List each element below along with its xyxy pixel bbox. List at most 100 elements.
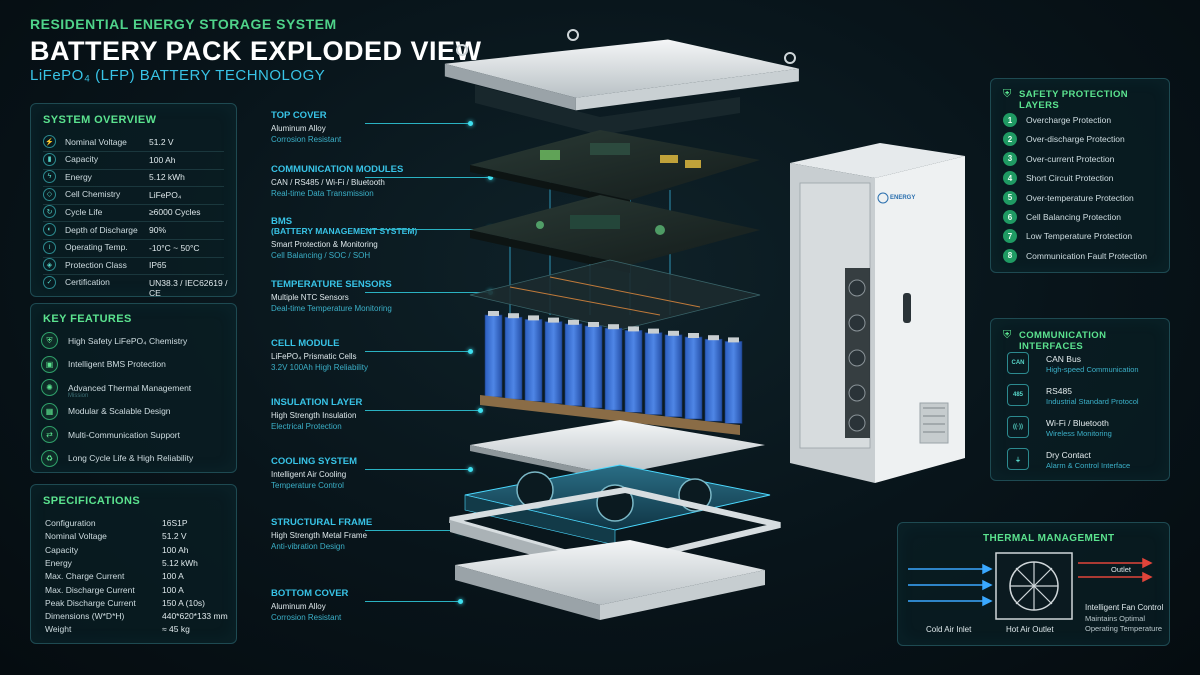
- battery-cell: [624, 330, 643, 413]
- cell-terminal: [728, 337, 739, 343]
- layer-subdescription: 3.2V 100Ah High Reliability: [271, 363, 368, 372]
- feature-item: ✺Advanced Thermal Management: [41, 379, 191, 396]
- spec-value: 150 A (10s): [162, 597, 206, 608]
- overview-row: ↻Cycle Life: [43, 205, 103, 219]
- fan-icon: [848, 349, 866, 367]
- battery-cell: [684, 336, 703, 420]
- layer-title: Insulation Layer: [271, 397, 363, 408]
- hot-air-label: Hot Air Outlet: [1006, 625, 1054, 634]
- cell-terminal: [688, 333, 699, 338]
- communication-board-part: [470, 130, 760, 207]
- leader-line: [365, 410, 480, 411]
- safety-label: Over-current Protection: [1026, 153, 1115, 164]
- leader-dot: [468, 467, 473, 472]
- layer-title: Temperature Sensors: [271, 279, 392, 290]
- leader-line: [365, 292, 490, 293]
- overview-label: Cycle Life: [65, 206, 103, 217]
- fan-icon: [848, 279, 866, 297]
- overview-row: ✓Certification: [43, 275, 110, 289]
- battery-cell: [664, 334, 683, 418]
- feature-label: High Safety LiFePO₄ Chemistry: [68, 335, 188, 346]
- leader-dot: [468, 121, 473, 126]
- rs485-icon: 485: [1007, 384, 1029, 406]
- thermal-management-panel: Thermal Management Outlet Cold Air Inlet…: [897, 522, 1170, 646]
- comm-sub: High-speed Communication: [1046, 365, 1139, 374]
- spec-label: Max. Discharge Current: [45, 584, 135, 595]
- safety-label: Cell Balancing Protection: [1026, 212, 1121, 222]
- discharge-icon: ◐: [43, 223, 56, 236]
- battery-cell: [724, 341, 743, 424]
- safety-label: Over-temperature Protection: [1026, 192, 1134, 203]
- battery-cell: [644, 332, 663, 415]
- layer-subdescription: Deal-time Temperature Monitoring: [271, 304, 392, 313]
- spec-label: Dimensions (W*D*H): [45, 611, 125, 622]
- layer-title: BMS: [271, 216, 293, 227]
- overview-row: ⚡Nominal Voltage: [43, 135, 127, 148]
- layer-description: Smart Protection & Monitoring: [271, 240, 378, 249]
- spec-label: Capacity: [45, 544, 79, 555]
- bottom-cover-part: [455, 540, 765, 620]
- cell-terminal: [588, 322, 599, 327]
- key-features-title: Key Features: [43, 313, 132, 325]
- overview-row: ▮Capacity: [43, 152, 98, 166]
- leader-line: [365, 351, 470, 352]
- layer-description: CAN / RS485 / Wi-Fi / Bluetooth: [271, 178, 385, 187]
- layer-title: Communication Modules: [271, 164, 404, 175]
- spec-value: 100 A: [162, 571, 184, 582]
- layer-description: High Strength Insulation: [271, 411, 357, 420]
- wifi-icon: ((·)): [1007, 416, 1029, 438]
- cell-terminal: [568, 319, 579, 325]
- step-number-badge: 7: [1003, 229, 1017, 244]
- overview-value: 51.2 V: [149, 137, 174, 147]
- battery-cell: [704, 338, 723, 422]
- top-cover-part: [444, 29, 799, 135]
- fan-control-sub2: Operating Temperature: [1085, 624, 1162, 633]
- cabinet-brand-label: ENERGY: [890, 195, 916, 201]
- step-number-badge: 2: [1003, 132, 1017, 147]
- header-technology: LiFePO₄ (LFP) BATTERY TECHNOLOGY: [30, 67, 326, 84]
- layer-description: Multiple NTC Sensors: [271, 293, 349, 302]
- layer-subdescription: Real-time Data Transmission: [271, 189, 374, 198]
- spec-label: Weight: [45, 624, 72, 635]
- battery-cell: [544, 321, 563, 404]
- overview-row: ◐Depth of Discharge: [43, 223, 138, 236]
- communication-interfaces-title: Communication Interfaces: [1019, 330, 1107, 352]
- step-number-badge: 5: [1003, 190, 1017, 205]
- cell-module-part: [484, 311, 743, 424]
- overview-value: 5.12 kWh: [149, 172, 185, 183]
- feature-item: ⇄Multi-Communication Support: [41, 426, 180, 443]
- leader-dot: [478, 408, 483, 413]
- spec-value: ≈ 45 kg: [162, 624, 190, 635]
- leader-line: [365, 469, 470, 470]
- spec-label: Configuration: [45, 518, 96, 528]
- bms-board-part: [470, 195, 760, 273]
- shield-icon: ⛨: [1003, 88, 1012, 100]
- certificate-icon: ✓: [43, 275, 56, 289]
- cell-terminal: [628, 326, 639, 332]
- leader-line: [365, 229, 490, 230]
- battery-exploded-diagram: [444, 29, 799, 620]
- battery-cell: [564, 323, 583, 407]
- overview-label: Nominal Voltage: [65, 136, 127, 147]
- overview-value: IP65: [149, 260, 167, 271]
- dry-contact-icon: ⏚: [1007, 448, 1029, 470]
- overview-value: 100 Ah: [149, 154, 176, 165]
- thermal-icon: ✺: [41, 379, 58, 396]
- cold-air-label: Cold Air Inlet: [926, 625, 972, 634]
- feature-label: Long Cycle Life & High Reliability: [68, 453, 194, 463]
- layer-title: Top Cover: [271, 110, 327, 121]
- layer-subdescription: Electrical Protection: [271, 422, 342, 431]
- chemistry-icon: ◇: [43, 187, 56, 201]
- layer-subdescription: Corrosion Resistant: [271, 135, 342, 144]
- overview-label: Cell Chemistry: [65, 189, 121, 200]
- feature-item: ▦Modular & Scalable Design: [41, 402, 171, 420]
- spec-label: Peak Discharge Current: [45, 597, 136, 608]
- cell-terminal: [548, 317, 559, 323]
- layer-subdescription: Corrosion Resistant: [271, 613, 342, 622]
